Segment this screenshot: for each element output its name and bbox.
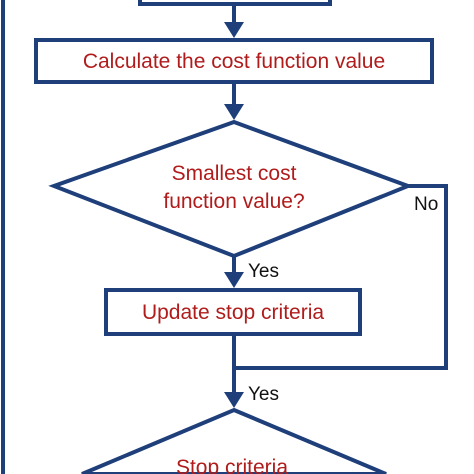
decision-diamond [48, 119, 414, 259]
top-process-box [138, 0, 332, 6]
arrow-to-stop [224, 392, 244, 408]
update-label: Update stop criteria [142, 301, 324, 324]
decision-label-line2: function value? [163, 190, 304, 213]
stop-decision-diamond [81, 407, 387, 474]
decision-label-line1: Smallest cost [172, 162, 297, 185]
yes-label-2: Yes [248, 384, 279, 405]
calc-process-box [34, 38, 434, 84]
yes-label-1: Yes [248, 261, 279, 282]
arrow-decision-to-update [224, 272, 244, 288]
calc-label: Calculate the cost function value [83, 50, 385, 73]
no-branch-connector [234, 184, 448, 370]
no-label: No [414, 194, 438, 215]
arrow-calc-to-decision [224, 104, 244, 120]
arrow-top-to-calc [224, 22, 244, 38]
stop-label: Stop criteria [176, 456, 288, 474]
